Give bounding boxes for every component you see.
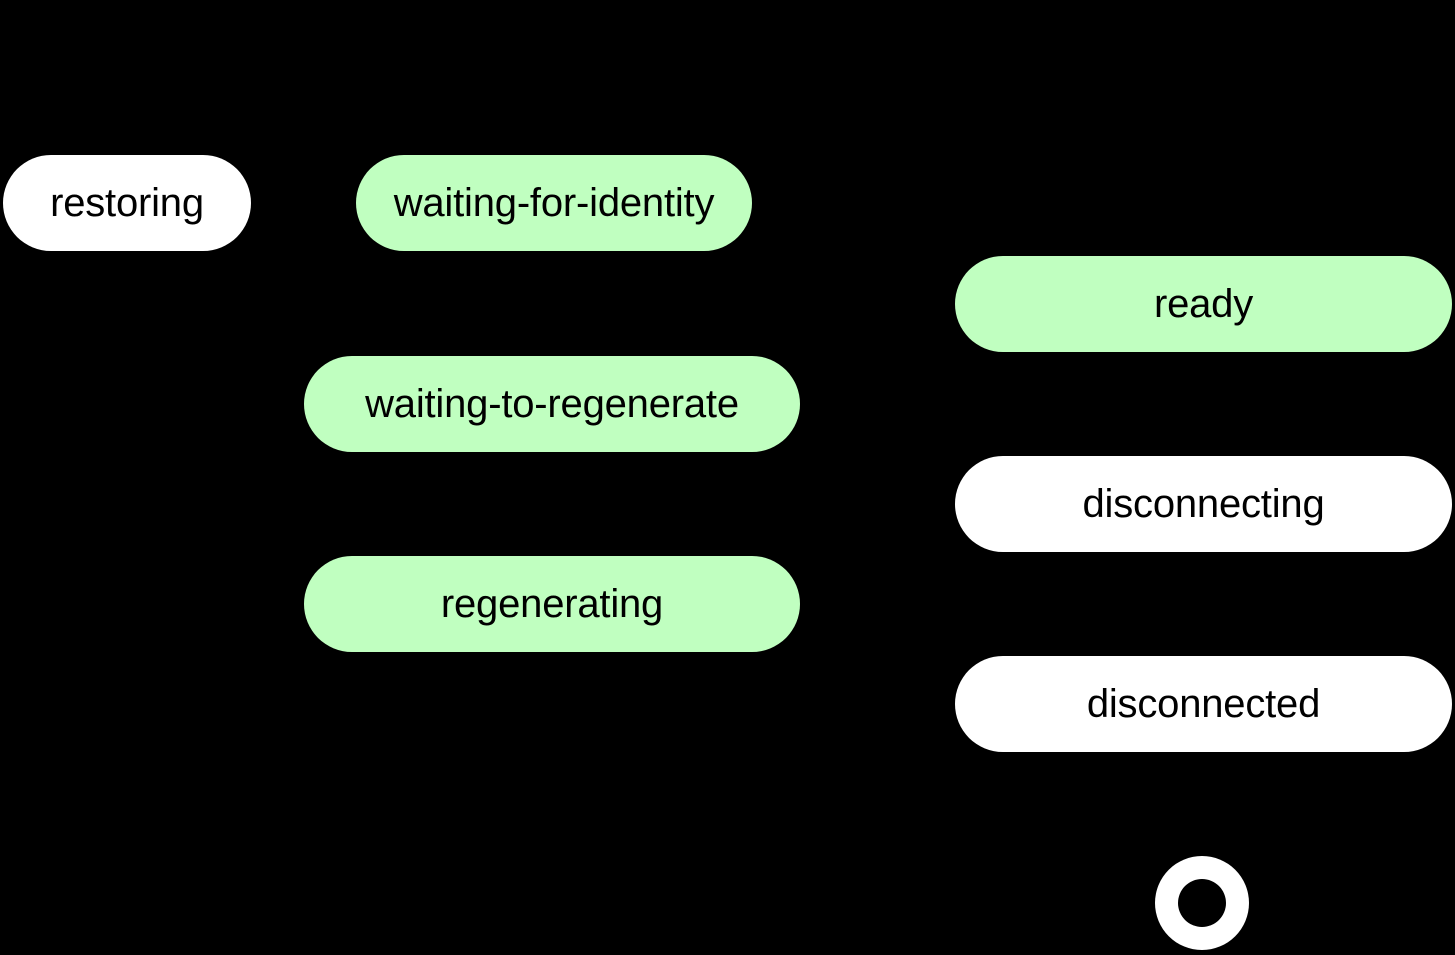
state-node-label: regenerating <box>440 582 664 626</box>
state-node-waiting-for-identity[interactable]: waiting-for-identity <box>356 155 752 251</box>
terminal-state-ring-icon[interactable] <box>1155 856 1249 950</box>
state-node-disconnecting[interactable]: disconnecting <box>955 456 1452 552</box>
state-node-regenerating[interactable]: regenerating <box>304 556 800 652</box>
state-node-disconnected[interactable]: disconnected <box>955 656 1452 752</box>
state-node-label: disconnected <box>1086 682 1321 726</box>
terminal-state-ring-core <box>1178 879 1226 927</box>
state-node-restoring[interactable]: restoring <box>3 155 251 251</box>
state-node-label: ready <box>1153 282 1254 326</box>
state-node-waiting-to-regenerate[interactable]: waiting-to-regenerate <box>304 356 800 452</box>
state-node-label: restoring <box>50 181 204 225</box>
state-node-label: waiting-to-regenerate <box>365 382 739 426</box>
state-node-ready[interactable]: ready <box>955 256 1452 352</box>
state-node-label: disconnecting <box>1082 482 1325 526</box>
state-node-label: waiting-for-identity <box>393 181 715 225</box>
